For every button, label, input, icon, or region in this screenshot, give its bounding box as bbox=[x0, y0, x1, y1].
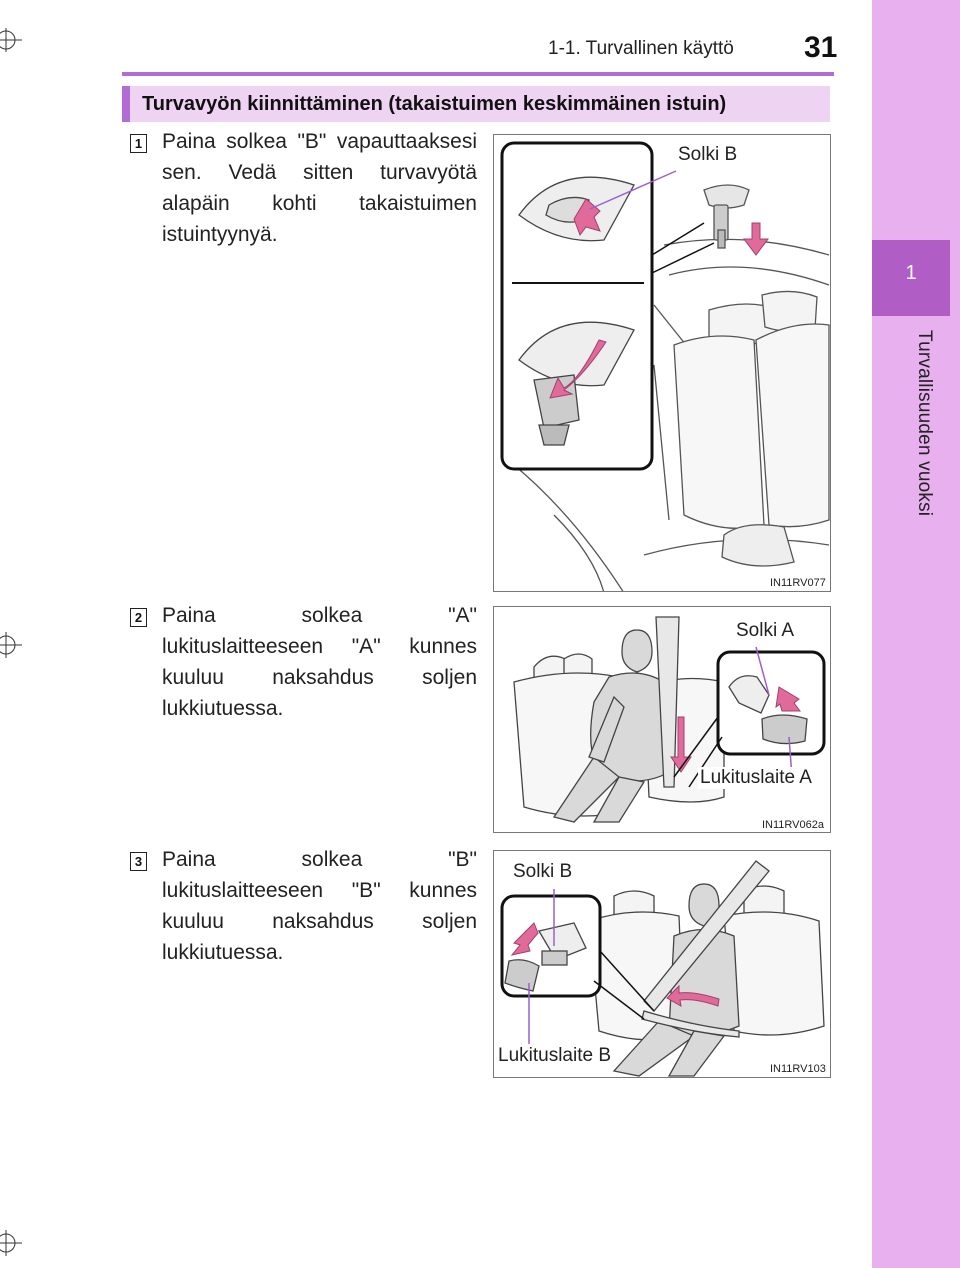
step-number: 2 bbox=[130, 608, 147, 627]
figure-code: IN11RV062a bbox=[762, 819, 824, 831]
step-number: 3 bbox=[130, 852, 147, 871]
figure-step-3: Solki B Lukituslaite B IN11RV103 bbox=[493, 850, 831, 1078]
step-number: 1 bbox=[130, 134, 147, 153]
seat-belt-release-illustration bbox=[500, 141, 830, 591]
section-title: Turvavyön kiinnittäminen (takaistuimen k… bbox=[122, 86, 830, 122]
step-text: Paina solkea "B" lukituslaitteeseen "B" … bbox=[162, 848, 477, 964]
figure-code: IN11RV103 bbox=[770, 1063, 826, 1075]
figure-label-solki-a: Solki A bbox=[734, 620, 797, 642]
figure-step-2: Solki A Lukituslaite A IN11RV062a bbox=[493, 606, 831, 833]
section-path: 1-1. Turvallinen käyttö bbox=[548, 38, 734, 59]
figure-label-lukituslaite-b: Lukituslaite B bbox=[496, 1045, 614, 1067]
chapter-side-tab bbox=[872, 0, 960, 1268]
figure-code: IN11RV077 bbox=[770, 577, 826, 589]
chapter-number-tab bbox=[872, 240, 950, 316]
buckle-a-illustration bbox=[513, 616, 826, 823]
page-number: 31 bbox=[804, 31, 838, 64]
figure-label-solki-b: Solki B bbox=[511, 861, 575, 883]
step-text: Paina solkea "B" vapauttaaksesi sen. Ved… bbox=[162, 130, 477, 246]
header-rule bbox=[122, 72, 834, 76]
figure-step-1: Solki B IN11RV077 bbox=[493, 134, 831, 592]
figure-label-lukituslaite-a: Lukituslaite A bbox=[698, 767, 814, 789]
chapter-title: Turvallisuuden vuoksi bbox=[914, 330, 935, 517]
step-text: Paina solkea "A" lukituslaitteeseen "A" … bbox=[162, 604, 477, 720]
buckle-b-illustration bbox=[500, 860, 825, 1077]
figure-label-solki-b: Solki B bbox=[676, 144, 740, 166]
chapter-number: 1 bbox=[905, 262, 917, 284]
